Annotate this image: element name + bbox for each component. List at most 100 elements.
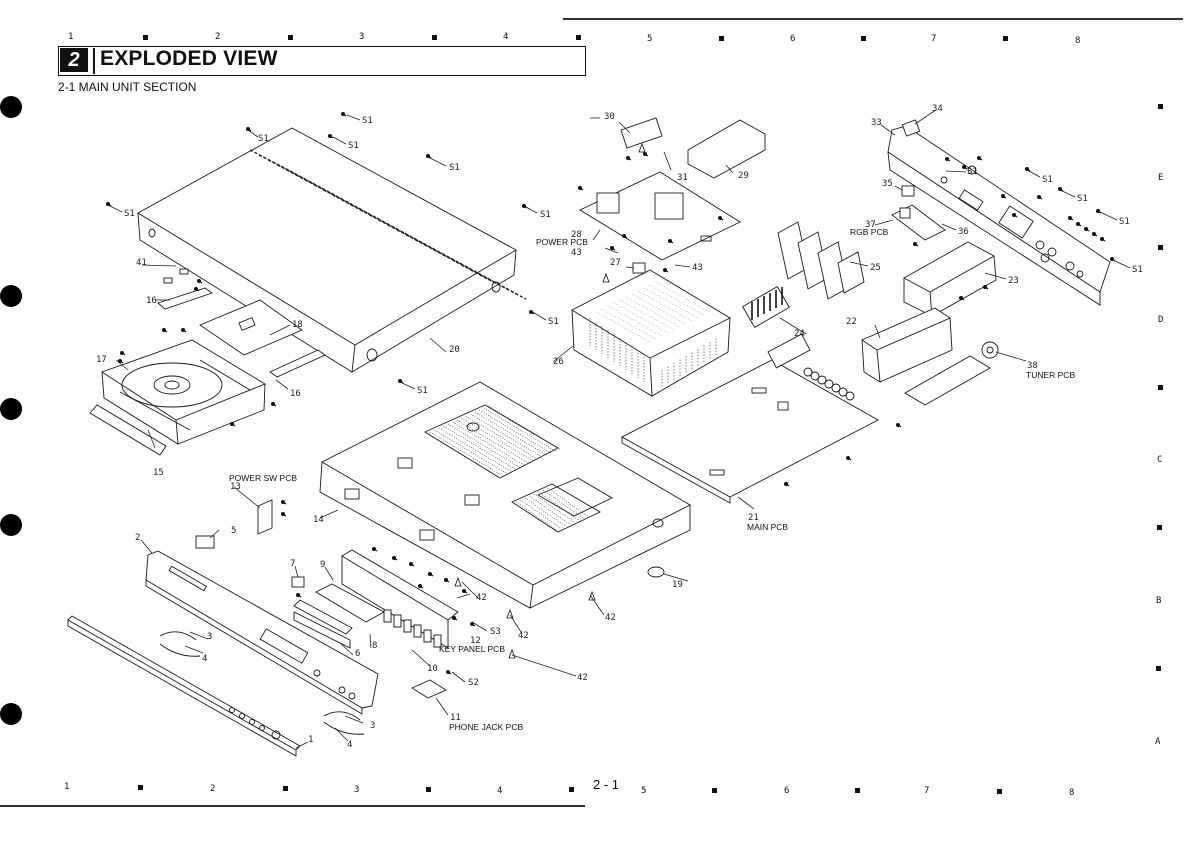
pcb-18 (199, 299, 303, 356)
label-key-panel-pcb: KEY PANEL PCB (439, 644, 505, 654)
callout-42: 42 (476, 593, 487, 603)
label-power-pcb: POWER PCB (536, 237, 588, 247)
callout-s1: S1 (1119, 217, 1130, 227)
top-frame-line (563, 18, 1183, 20)
bracket-22 (861, 307, 953, 383)
callout-3: 3 (370, 721, 375, 731)
callout-34: 34 (932, 104, 943, 114)
callout-s1: S1 (362, 116, 373, 126)
callout-17: 17 (96, 355, 107, 365)
bracket-23 (903, 241, 997, 317)
callout-37: 37 (865, 220, 876, 230)
phone-jack-pcb-11 (411, 679, 447, 699)
section-subtitle: 2-1 MAIN UNIT SECTION (58, 80, 197, 94)
label-rgb-pcb: RGB PCB (850, 227, 889, 237)
grid-marker (569, 787, 574, 792)
plate-30 (620, 117, 663, 149)
callout-20: 20 (449, 345, 460, 355)
callout-41: 41 (136, 258, 147, 268)
bracket-16 (157, 287, 213, 310)
callout-3: 3 (207, 632, 212, 642)
header-divider (93, 48, 95, 74)
callout-23: 23 (1008, 276, 1019, 286)
callout-11: 11 (450, 713, 461, 723)
callout-42: 42 (605, 613, 616, 623)
clip-3 (159, 631, 197, 641)
grid-marker (997, 789, 1002, 794)
grid-top-7: 7 (931, 34, 937, 44)
top-cover-20 (137, 127, 527, 373)
callout-28: 28 (571, 230, 582, 240)
callout-s1: S1 (548, 317, 559, 327)
disc-loader-17 (100, 339, 267, 445)
binder-hole (0, 96, 22, 118)
callout-s1: S1 (124, 209, 135, 219)
label-main-pcb: MAIN PCB (747, 522, 788, 532)
callout-s1: S1 (540, 210, 551, 220)
grid-top-4: 4 (503, 32, 509, 42)
section-header-box (58, 46, 586, 76)
part-35 (901, 185, 915, 197)
callout-27: 27 (610, 258, 621, 268)
heatsink-24 (742, 285, 790, 329)
main-pcb-21 (621, 333, 879, 504)
grid-side-e: E (1158, 173, 1164, 183)
part-5 (195, 535, 215, 549)
callout-labels: S1 S1 S1 S1 S1 S1 S1 S1 S1 S1 S1 S1 S1 S… (96, 104, 1143, 750)
callout-24: 24 (794, 329, 805, 339)
callout-8: 8 (372, 641, 377, 651)
callout-25: 25 (870, 263, 881, 273)
grid-bottom-4: 4 (497, 786, 503, 796)
binder-hole (0, 514, 22, 536)
callout-s1: S1 (1042, 175, 1053, 185)
grid-bottom-2: 2 (210, 784, 216, 794)
tuner-pcb-38 (904, 341, 999, 406)
grid-top-2: 2 (215, 32, 221, 42)
grid-marker (712, 788, 717, 793)
grid-side-a: A (1155, 737, 1161, 747)
callout-2: 2 (135, 533, 140, 543)
label-tuner-pcb: TUNER PCB (1026, 370, 1075, 380)
callout-26: 26 (553, 357, 564, 367)
callout-35: 35 (882, 179, 893, 189)
grid-bottom-6: 6 (784, 786, 790, 796)
foot-19 (647, 566, 665, 578)
binder-hole (0, 703, 22, 725)
callout-16: 16 (146, 296, 157, 306)
bracket-16b (269, 349, 326, 378)
grid-bottom-5: 5 (641, 786, 647, 796)
section-title: EXPLODED VIEW (100, 47, 278, 70)
callout-s1: S1 (417, 386, 428, 396)
callout-42: 42 (518, 631, 529, 641)
callout-43: 43 (692, 263, 703, 273)
grid-top-5: 5 (647, 34, 653, 44)
key-panel-pcb-12 (341, 549, 459, 649)
grid-marker (1156, 666, 1161, 671)
part-7 (291, 576, 305, 588)
callout-s1: S1 (348, 141, 359, 151)
callout-36: 36 (958, 227, 969, 237)
bracket-29 (687, 119, 766, 179)
callout-22: 22 (846, 317, 857, 327)
power-sw-pcb-13 (257, 499, 273, 535)
part-8 (293, 611, 351, 649)
callout-30: 30 (604, 112, 615, 122)
grid-marker (861, 36, 866, 41)
callout-10: 10 (427, 664, 438, 674)
grid-bottom-7: 7 (924, 786, 930, 796)
front-panel-2 (145, 550, 379, 715)
callout-s1: S1 (449, 163, 460, 173)
callout-21: 21 (748, 513, 759, 523)
grid-marker (283, 786, 288, 791)
callout-4: 4 (347, 740, 352, 750)
grid-top-1: 1 (68, 32, 74, 42)
grid-marker (143, 35, 148, 40)
rgb-connector-37 (899, 207, 911, 219)
callout-s1: S1 (258, 134, 269, 144)
bracket-25 (777, 221, 865, 300)
power-pcb-28 (579, 171, 741, 261)
callout-13: 13 (230, 482, 241, 492)
grid-bottom-3: 3 (354, 785, 360, 795)
grid-marker (1158, 385, 1163, 390)
label-power-sw-pcb: POWER SW PCB (229, 473, 297, 483)
